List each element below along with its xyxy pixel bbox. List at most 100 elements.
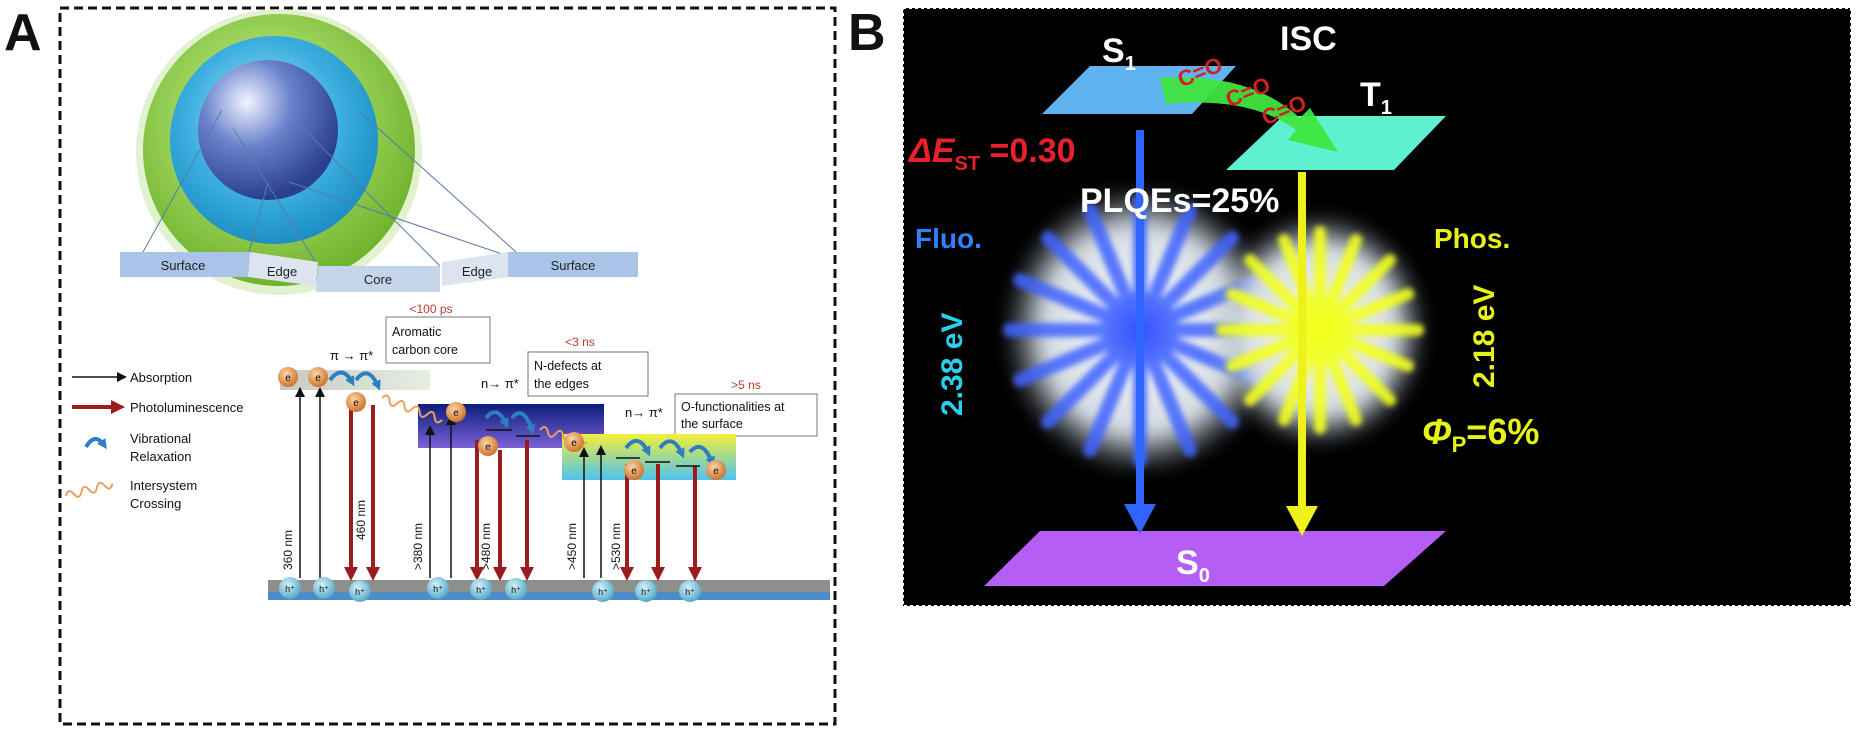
band-core [280,370,430,390]
segment-surface-right [508,252,638,277]
hole: h⁺ [505,578,527,600]
svg-text:h⁺: h⁺ [355,587,365,597]
box-surface-line2: the surface [681,417,743,431]
box-edge-line1: N-defects at [534,359,602,373]
time-surface: >5 ns [731,378,761,392]
legend: Absorption Photoluminescence Vibrational… [65,370,243,511]
time-edge: <3 ns [565,335,595,349]
holes: h⁺ h⁺ h⁺ h⁺ h⁺ h⁺ h⁺ h⁺ h⁺ [279,577,701,602]
s1-label: S1 [1102,32,1136,75]
svg-text:e: e [631,466,637,477]
wavelength-530: >530 nm [609,523,623,570]
absorption-arrows [295,387,606,578]
panel-a-letter: A [4,4,42,62]
segment-surface-left [120,252,250,277]
t1-label: T1 [1360,76,1392,119]
segment-label-edge-left: Edge [267,264,297,279]
legend-isc-line1: Intersystem [130,478,197,493]
svg-text:e: e [485,442,491,453]
segment-label-edge-right: Edge [462,264,492,279]
hole: h⁺ [349,580,371,602]
box-surface-line1: O-functionalities at [681,400,785,414]
segment-label-core: Core [364,272,392,287]
fluo-energy-label: 2.38 eV [936,313,969,416]
phosphorescence-glow [1212,212,1428,448]
segment-core [316,266,440,292]
hole: h⁺ [313,577,335,599]
s0-label: S0 [1176,544,1210,587]
electron: e [564,432,584,452]
legend-isc-line2: Crossing [130,496,181,511]
svg-text:e: e [285,373,291,384]
isc-label: ISC [1280,20,1337,58]
core-sphere [198,60,338,200]
transition-pi: π → π* [330,348,373,363]
svg-text:e: e [453,408,459,419]
phosphorescence-arrow-head [1286,506,1318,536]
svg-text:e: e [353,398,359,409]
svg-text:e: e [713,466,719,477]
delta-est-label: ΔEST =0.30 [907,132,1076,175]
valence-band-base [268,592,830,600]
legend-pl-label: Photoluminescence [130,400,243,415]
sublevels [486,429,700,467]
s0-plate [984,531,1446,586]
electron: e [278,367,298,387]
svg-text:h⁺: h⁺ [511,585,521,595]
legend-absorption-label: Absorption [130,370,192,385]
hole: h⁺ [679,580,701,602]
segments-strip: Surface Edge Core Edge Surface [120,252,638,292]
hole: h⁺ [592,580,614,602]
electron: e [706,460,726,480]
phos-label: Phos. [1434,223,1510,254]
svg-text:h⁺: h⁺ [476,585,486,595]
hole: h⁺ [279,577,301,599]
time-core: <100 ps [409,302,452,316]
wavelength-360: 360 nm [281,530,295,570]
phi-p-label: ΦP=6% [1422,411,1539,457]
panel-a: A Surface Edge Core Edge [4,4,837,726]
legend-isc-wave [65,481,114,498]
svg-text:h⁺: h⁺ [319,584,329,594]
electron: e [308,367,328,387]
transition-n-edge: n→ π* [481,376,519,391]
box-core-line2: carbon core [392,343,458,357]
legend-vibrational-arrow [84,437,107,450]
hole: h⁺ [427,577,449,599]
phos-energy-label: 2.18 eV [1468,285,1501,388]
pl-arrows [344,405,702,581]
panel-b: B [848,4,1852,607]
vibrational-arrows [328,370,715,467]
box-core-line1: Aromatic [392,325,441,339]
segment-edge-left [248,252,318,286]
electron: e [446,402,466,422]
transition-n-surface: n→ π* [625,405,663,420]
plqe-label: PLQEs=25% [1080,182,1279,220]
electron: e [624,460,644,480]
segment-label-surface-left: Surface [161,258,206,273]
electrons: e e e e e e e e [278,367,726,480]
carbon-dot-particle [136,9,422,295]
legend-vibrational-line1: Vibrational [130,431,191,446]
t1-plate [1226,116,1446,170]
wavelength-460: 460 nm [354,500,368,540]
panel-b-frame [902,7,1852,607]
isc-arrow [1160,77,1338,152]
segment-connectors [142,109,517,267]
svg-text:h⁺: h⁺ [685,587,695,597]
fluo-label: Fluo. [915,223,982,254]
fluorescence-arrow-head [1124,504,1156,534]
svg-text:h⁺: h⁺ [598,587,608,597]
legend-vibrational-line2: Relaxation [130,449,191,464]
electron: e [478,436,498,456]
box-edge-line2: the edges [534,377,589,391]
hole: h⁺ [470,578,492,600]
box-surface: O-functionalities at the surface [674,393,818,437]
wavelength-450: >450 nm [565,523,579,570]
box-core: Aromatic carbon core [385,316,491,364]
svg-text:h⁺: h⁺ [433,584,443,594]
segment-label-surface-right: Surface [551,258,596,273]
segment-edge-right [442,252,510,286]
wavelength-480: >480 nm [479,523,493,570]
